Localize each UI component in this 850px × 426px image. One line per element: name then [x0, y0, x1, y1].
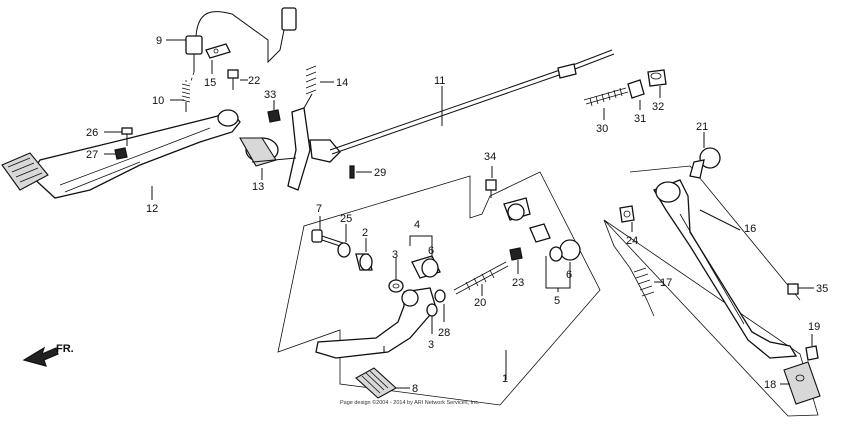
label-3-lower: 3 [428, 339, 434, 351]
side-stand-assembly [603, 147, 821, 417]
gear-shift-assembly [277, 171, 601, 406]
label-33: 33 [264, 89, 276, 101]
brake-pedal-assembly [1, 7, 355, 199]
label-18: 18 [764, 379, 776, 391]
label-35: 35 [816, 283, 828, 295]
label-19: 19 [808, 321, 820, 333]
label-34: 34 [484, 151, 496, 163]
front-direction-indicator: FR. [22, 343, 74, 367]
label-11: 11 [434, 75, 445, 87]
label-5: 5 [554, 295, 560, 307]
label-28: 28 [438, 327, 450, 339]
label-7: 7 [316, 203, 322, 215]
label-29: 29 [374, 167, 386, 179]
label-20: 20 [474, 297, 486, 309]
label-2: 2 [362, 227, 368, 239]
label-32: 32 [652, 101, 664, 113]
label-24: 24 [626, 235, 638, 247]
label-22: 22 [248, 75, 260, 87]
label-25: 25 [340, 213, 352, 225]
label-10: 10 [152, 95, 164, 107]
label-13: 13 [252, 181, 264, 193]
label-15: 15 [204, 77, 216, 89]
label-31: 31 [634, 113, 646, 125]
rod-end-parts [583, 69, 667, 107]
label-1: 1 [502, 373, 508, 385]
brake-rod [329, 49, 615, 155]
label-23: 23 [512, 277, 524, 289]
direction-label: FR. [56, 343, 74, 355]
leader-lines [104, 39, 814, 389]
label-14: 14 [336, 77, 348, 89]
label-6-left: 6 [428, 245, 434, 257]
label-21: 21 [696, 121, 708, 133]
label-4: 4 [414, 219, 420, 231]
callout-labels: 9 10 15 22 26 27 12 13 33 14 11 29 30 31… [86, 35, 828, 395]
label-12: 12 [146, 203, 158, 215]
label-3-upper: 3 [392, 249, 398, 261]
label-6-right: 6 [566, 269, 572, 281]
label-30: 30 [596, 123, 608, 135]
label-8: 8 [412, 383, 418, 395]
front-arrow-icon [22, 346, 59, 367]
label-17: 17 [660, 277, 672, 289]
copyright-notice: Page design ©2004 - 2014 by ARI Network … [340, 399, 480, 406]
label-26: 26 [86, 127, 98, 139]
label-16: 16 [744, 223, 756, 235]
label-27: 27 [86, 149, 98, 161]
label-9: 9 [156, 35, 162, 47]
